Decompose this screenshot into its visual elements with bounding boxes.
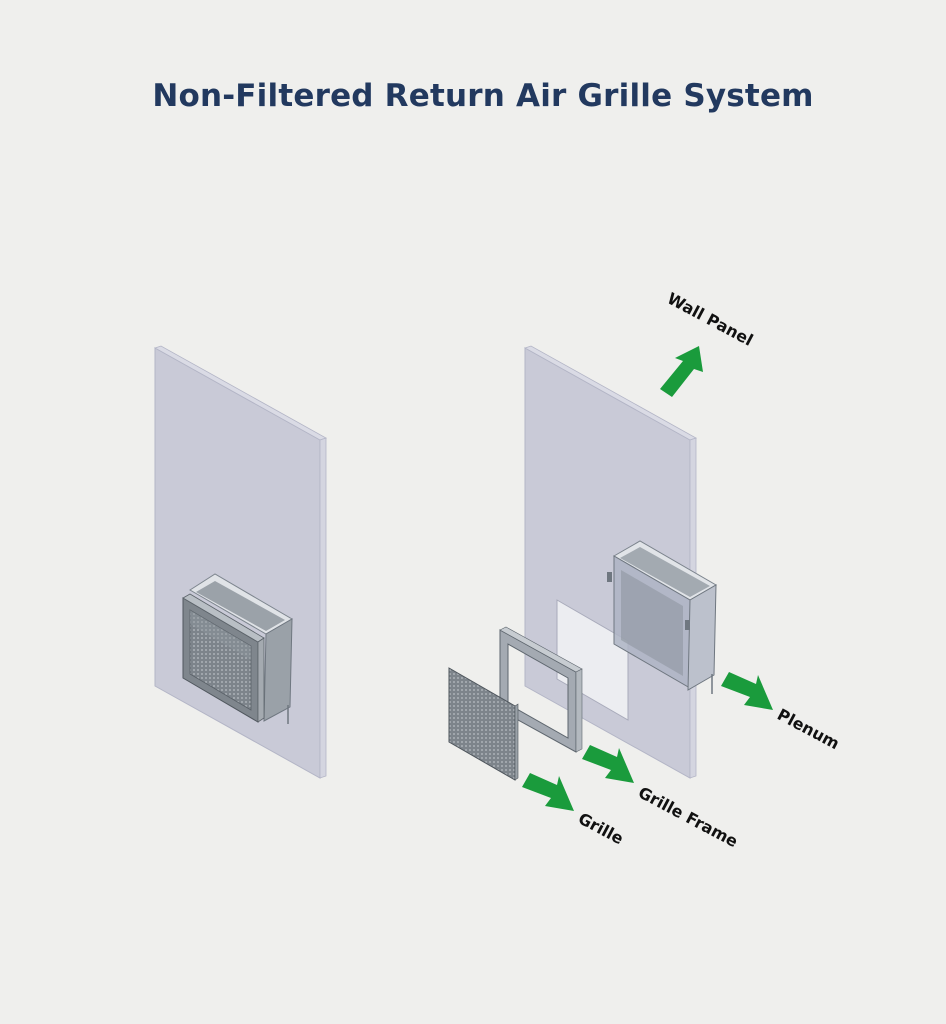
grille-frame-arrow-icon — [582, 745, 634, 783]
plenum-label: Plenum — [774, 705, 843, 753]
assembled-view — [154, 345, 327, 779]
exploded-grille-mesh — [448, 667, 519, 781]
diagram-title: Non-Filtered Return Air Grille System — [152, 78, 814, 114]
wall-panel-arrow-icon — [660, 346, 703, 397]
exploded-plenum-box — [607, 540, 717, 694]
assembled-wall-panel — [154, 345, 327, 779]
wall-panel-label: Wall Panel — [664, 289, 756, 350]
exploded-grille-frame — [499, 626, 583, 753]
grille-frame-label: Grille Frame — [635, 783, 741, 851]
assembled-plenum-box — [189, 573, 293, 724]
plenum-arrow-icon — [721, 672, 773, 710]
grille-label: Grille — [575, 809, 627, 849]
exploded-view: Wall Panel Plenum Grille Frame Grille — [448, 289, 843, 851]
assembled-grille-mesh — [189, 609, 252, 711]
grille-arrow-icon — [522, 773, 574, 811]
